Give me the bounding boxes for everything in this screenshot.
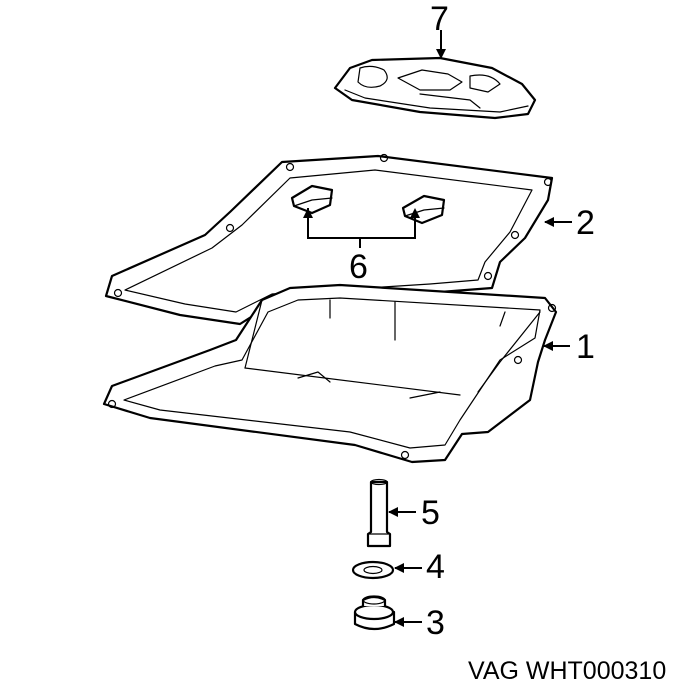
drain-plug-part <box>353 595 396 631</box>
leader-bracket-6-head-left <box>303 208 313 218</box>
callout-2: 2 <box>576 204 595 242</box>
leader-bracket-6-head-right <box>410 208 420 218</box>
oil-pan-part <box>102 283 558 464</box>
magnet-part-left <box>290 184 334 215</box>
callout-6: 6 <box>349 248 368 286</box>
callout-5: 5 <box>421 494 440 532</box>
leader-bracket-6 <box>307 208 416 239</box>
oil-strainer-part <box>333 56 537 120</box>
callout-4: 4 <box>426 548 445 586</box>
part-number-caption: VAG WHT000310 <box>468 657 666 685</box>
bolt-part <box>366 478 392 548</box>
callout-7: 7 <box>430 0 449 38</box>
washer-part <box>351 560 395 580</box>
callout-1: 1 <box>576 328 595 366</box>
callout-3: 3 <box>426 604 445 642</box>
